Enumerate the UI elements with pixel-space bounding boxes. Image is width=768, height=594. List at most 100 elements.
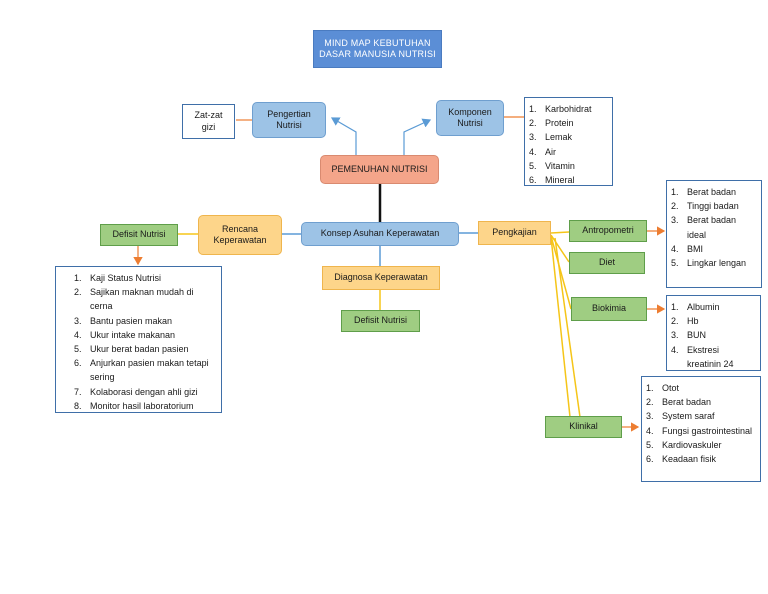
rencana-item: 7. Kolaborasi dengan ahli gizi	[74, 385, 215, 399]
biokimia-item-number: 2.	[671, 316, 679, 327]
komponen-item: 1. Karbohidrat	[529, 102, 606, 116]
antropometri-item-text: Berat badan ideal	[687, 215, 737, 240]
rencana-item-number: 6.	[74, 358, 82, 369]
rencana-item: 2.Sajikan maknan mudah di cerna	[74, 285, 215, 313]
connector-pengkajian-biokimia	[550, 235, 572, 310]
pengertian-label: Pengertian Nutrisi	[267, 108, 311, 130]
klinikal-item-number: 2.	[646, 397, 654, 408]
pengkajian-label: Pengkajian	[492, 227, 537, 238]
node-pengertian-nutrisi: Pengertian Nutrisi	[252, 102, 326, 138]
rencana-item-text: Anjurkan pasien makan tetapi sering	[90, 358, 209, 383]
connector-pengkajian-klinikal-b	[554, 237, 581, 418]
klinikal-item-number: 5.	[646, 439, 654, 450]
klinikal-item: 6.Keadaan fisik	[646, 452, 754, 466]
diet-label: Diet	[598, 257, 615, 268]
antropometri-item: 2. Tinggi badan	[671, 199, 755, 213]
biokimia-item: 2.Hb	[671, 314, 754, 328]
biokimia-item-text: BUN	[687, 330, 707, 341]
node-pengkajian: Pengkajian	[478, 221, 551, 245]
klinikal-item: 1. Otot	[646, 381, 754, 395]
rencana-item-number: 3.	[74, 315, 82, 326]
mind-map-title: MIND MAP KEBUTUHAN DASAR MANUSIA NUTRISI	[313, 30, 442, 68]
klinikal-item-number: 4.	[646, 425, 654, 436]
komponen-item-number: 5.	[529, 160, 537, 171]
antropometri-item: 5. Lingkar lengan	[671, 256, 755, 270]
komponen-item-text: Mineral	[545, 175, 575, 186]
klinikal-item: 4.Fungsi gastrointestinal	[646, 424, 754, 438]
rencana-item: 4. Ukur intake makanan	[74, 328, 215, 342]
node-diagnosa-defisit-nutrisi: Defisit Nutrisi	[341, 310, 420, 332]
antropometri-item-text: Berat badan	[687, 187, 737, 197]
antropometri-list: 1. Berat badan 2. Tinggi badan 3. Berat badan…	[666, 180, 762, 288]
rencana-item: 6. Anjurkan pasien makan tetapi sering	[74, 356, 215, 384]
komponen-item-number: 2.	[529, 118, 537, 129]
klinikal-item-number: 1.	[646, 383, 654, 393]
biokimia-item: 1.Albumin	[671, 300, 754, 314]
komponen-item-text: Karbohidrat	[545, 104, 592, 114]
rencana-item-number: 5.	[74, 344, 82, 355]
antropometri-item: 1. Berat badan	[671, 185, 755, 199]
klinikal-item-text: Otot	[662, 383, 680, 393]
rencana-item-text: Ukur intake makanan	[90, 329, 176, 340]
rencana-item: 8. Monitor hasil laboratorium	[74, 399, 215, 413]
zat-zat-gizi-label: Zat-zat gizi	[194, 110, 223, 132]
connector-center-pengertian	[330, 117, 357, 155]
komponen-item: 3. Lemak	[529, 130, 606, 144]
rencana-item: 3.Bantu pasien makan	[74, 314, 215, 328]
biokimia-item-text: Albumin	[687, 302, 720, 312]
komponen-item-number: 4.	[529, 146, 537, 157]
komponen-item-number: 3.	[529, 132, 537, 143]
komponen-item-text: Lemak	[545, 132, 573, 143]
node-diagnosa-keperawatan: Diagnosa Keperawatan	[322, 266, 440, 290]
biokimia-item-text: Ekstresi kreatinin 24	[687, 344, 734, 369]
rencana-item-number: 7.	[74, 386, 82, 397]
rencana-item: 5. Ukur berat badan pasien	[74, 342, 215, 356]
antropometri-label: Antropometri	[582, 225, 634, 236]
node-rencana-defisit-nutrisi: Defisit Nutrisi	[100, 224, 178, 246]
klinikal-item-text: Kardiovaskuler	[662, 439, 722, 450]
antropometri-item-number: 5.	[671, 258, 679, 269]
klinikal-item-text: Keadaan fisik	[662, 454, 717, 465]
node-zat-zat-gizi: Zat-zat gizi	[182, 104, 235, 139]
node-antropometri: Antropometri	[569, 220, 647, 242]
konsep-label: Konsep Asuhan Keperawatan	[320, 228, 440, 239]
title-line-1: MIND MAP KEBUTUHAN	[324, 37, 431, 48]
antropometri-item-number: 1.	[671, 187, 679, 197]
rencana-item-text: Monitor hasil laboratorium	[90, 400, 194, 411]
komponen-item-number: 1.	[529, 104, 537, 114]
biokimia-item: 3. BUN	[671, 328, 754, 342]
connector-pengkajian-diet	[550, 234, 570, 263]
biokimia-item: 4. Ekstresi kreatinin 24	[671, 343, 754, 371]
center-label: PEMENUHAN NUTRISI	[331, 163, 428, 174]
connector-pengkajian-klinikal-a	[550, 236, 571, 418]
antropometri-item-number: 4.	[671, 243, 679, 254]
rencana-item-text: Ukur berat badan pasien	[90, 344, 189, 355]
rencana-item-number: 8.	[74, 400, 82, 411]
komponen-item: 2.Protein	[529, 116, 606, 130]
rencana-item-text: Kolaborasi dengan ahli gizi	[90, 386, 198, 397]
klinikal-item: 3.System saraf	[646, 409, 754, 423]
klinikal-item-text: Berat badan	[662, 397, 712, 408]
node-komponen-nutrisi: Komponen Nutrisi	[436, 100, 504, 136]
komponen-label: Komponen Nutrisi	[448, 106, 492, 128]
node-rencana-keperawatan: Rencana Keperawatan	[198, 215, 282, 255]
antropometri-item-number: 2.	[671, 201, 679, 212]
antropometri-item-text: Lingkar lengan	[687, 258, 747, 269]
biokimia-label: Biokimia	[591, 303, 626, 314]
klinikal-label: Klinikal	[569, 421, 598, 432]
antropometri-item-number: 3.	[671, 215, 679, 226]
connector-center-komponen	[403, 118, 432, 155]
komponen-item: 4.Air	[529, 145, 606, 159]
antropometri-item-text: Tinggi badan	[687, 201, 739, 212]
node-biokimia: Biokimia	[571, 297, 647, 321]
biokimia-item-number: 3.	[671, 330, 679, 341]
komponen-item: 6.Mineral	[529, 173, 606, 187]
rencana-item-number: 4.	[74, 329, 82, 340]
biokimia-item-number: 4.	[671, 344, 679, 355]
node-konsep-asuhan-keperawatan: Konsep Asuhan Keperawatan	[301, 222, 459, 246]
